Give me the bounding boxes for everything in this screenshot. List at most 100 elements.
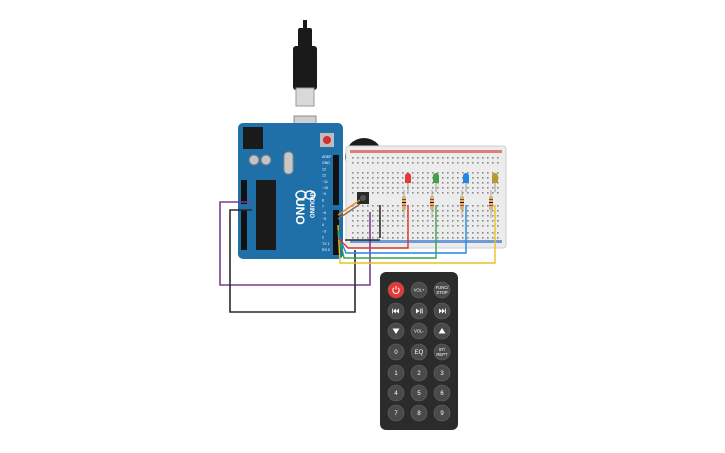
breadboard-hole (412, 157, 414, 159)
breadboard-hole (437, 237, 439, 239)
remote-button-two[interactable]: 2 (410, 364, 428, 382)
green-led[interactable] (433, 173, 439, 192)
remote-button-four[interactable]: 4 (387, 384, 405, 402)
breadboard-hole (452, 237, 454, 239)
remote-button-seven[interactable]: 7 (387, 404, 405, 422)
blue-led[interactable] (463, 173, 469, 192)
remote-button-power[interactable] (387, 281, 405, 299)
resistor[interactable] (430, 190, 434, 218)
breadboard-hole (447, 205, 449, 207)
resistor[interactable] (402, 190, 406, 218)
breadboard-hole (472, 157, 474, 159)
remote-button-vol-minus[interactable]: VOL- (410, 322, 428, 340)
remote-button-play-pause[interactable] (410, 302, 428, 320)
breadboard-hole (462, 187, 464, 189)
breadboard-hole (462, 172, 464, 174)
breadboard-hole (387, 210, 389, 212)
breadboard-hole (452, 220, 454, 222)
breadboard-hole (377, 225, 379, 227)
breadboard-hole (467, 192, 469, 194)
breadboard-hole (352, 157, 354, 159)
breadboard-hole (397, 187, 399, 189)
breadboard-hole (462, 192, 464, 194)
breadboard-hole (402, 225, 404, 227)
remote-button-next[interactable] (433, 302, 451, 320)
remote-button-st-rept[interactable]: ST/REPT (433, 343, 451, 361)
breadboard-hole (437, 205, 439, 207)
breadboard-hole (467, 172, 469, 174)
breadboard-hole (452, 210, 454, 212)
breadboard-hole (437, 172, 439, 174)
breadboard-hole (477, 210, 479, 212)
breadboard-hole (417, 225, 419, 227)
breadboard-hole (352, 182, 354, 184)
breadboard-hole (362, 182, 364, 184)
breadboard-hole (452, 205, 454, 207)
yellow-led[interactable] (492, 173, 498, 192)
breadboard-hole (477, 192, 479, 194)
breadboard-hole (457, 205, 459, 207)
remote-button-label: 4 (394, 391, 398, 397)
breadboard-hole (432, 157, 434, 159)
breadboard-hole (392, 182, 394, 184)
remote-button-prev[interactable] (387, 302, 405, 320)
breadboard-hole (492, 172, 494, 174)
breadboard-hole (377, 177, 379, 179)
remote-button-func-stop[interactable]: FUNC/STOP (433, 281, 451, 299)
breadboard-hole (432, 225, 434, 227)
remote-button-vol-plus[interactable]: VOL+ (410, 281, 428, 299)
breadboard-hole (402, 237, 404, 239)
breadboard-hole (437, 232, 439, 234)
remote-button-three[interactable]: 3 (433, 364, 451, 382)
breadboard-hole (487, 177, 489, 179)
breadboard-hole (397, 162, 399, 164)
breadboard-hole (357, 225, 359, 227)
red-led[interactable] (405, 173, 411, 192)
remote-button-one[interactable]: 1 (387, 364, 405, 382)
remote-button-zero[interactable]: 0 (387, 343, 405, 361)
breadboard-hole (402, 172, 404, 174)
breadboard-hole (467, 205, 469, 207)
remote-button-down[interactable] (387, 322, 405, 340)
breadboard-hole (377, 215, 379, 217)
resistor[interactable] (489, 190, 493, 218)
breadboard-hole (357, 157, 359, 159)
breadboard-hole (362, 210, 364, 212)
remote-button-circle (433, 281, 451, 299)
breadboard-hole (412, 177, 414, 179)
remote-button-label: 6 (440, 391, 444, 397)
remote-button-eight[interactable]: 8 (410, 404, 428, 422)
breadboard-hole (352, 205, 354, 207)
breadboard-hole (452, 232, 454, 234)
breadboard-hole (367, 210, 369, 212)
breadboard-hole (437, 210, 439, 212)
arduino-uno-board[interactable]: ARDUINO UNO AREFGND1312~11~10~987~6~54~3… (238, 123, 343, 259)
breadboard-hole (462, 237, 464, 239)
breadboard-hole (362, 162, 364, 164)
resistor[interactable] (460, 190, 464, 218)
remote-button-circle (387, 404, 405, 422)
breadboard-hole (382, 237, 384, 239)
remote-button-five[interactable]: 5 (410, 384, 428, 402)
breadboard-hole (457, 192, 459, 194)
breadboard-hole (482, 225, 484, 227)
breadboard-hole (382, 162, 384, 164)
breadboard-hole (487, 162, 489, 164)
breadboard-hole (402, 215, 404, 217)
breadboard-hole (392, 187, 394, 189)
breadboard-hole (492, 225, 494, 227)
breadboard-hole (437, 220, 439, 222)
breadboard-hole (412, 182, 414, 184)
breadboard-hole (487, 220, 489, 222)
remote-button-nine[interactable]: 9 (433, 404, 451, 422)
remote-button-six[interactable]: 6 (433, 384, 451, 402)
breadboard-hole (462, 225, 464, 227)
breadboard-hole (477, 225, 479, 227)
resistor-band (430, 205, 434, 206)
remote-button-eq[interactable]: EQ (410, 343, 428, 361)
breadboard-hole (387, 225, 389, 227)
breadboard-hole (442, 172, 444, 174)
remote-button-up[interactable] (433, 322, 451, 340)
pin-label: 12 (322, 174, 326, 178)
